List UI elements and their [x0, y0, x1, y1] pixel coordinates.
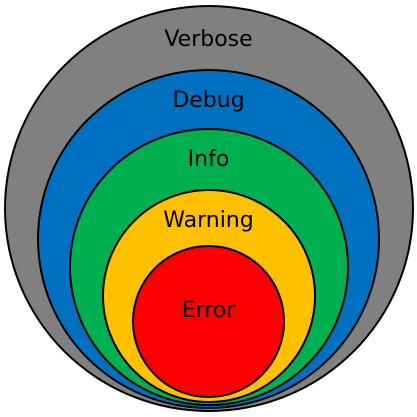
- debug-label: Debug: [172, 88, 245, 113]
- info-label: Info: [187, 147, 230, 172]
- verbose-label: Verbose: [164, 27, 253, 52]
- warning-label: Warning: [163, 208, 254, 233]
- error-circle: [132, 245, 285, 398]
- error-label: Error: [181, 298, 236, 323]
